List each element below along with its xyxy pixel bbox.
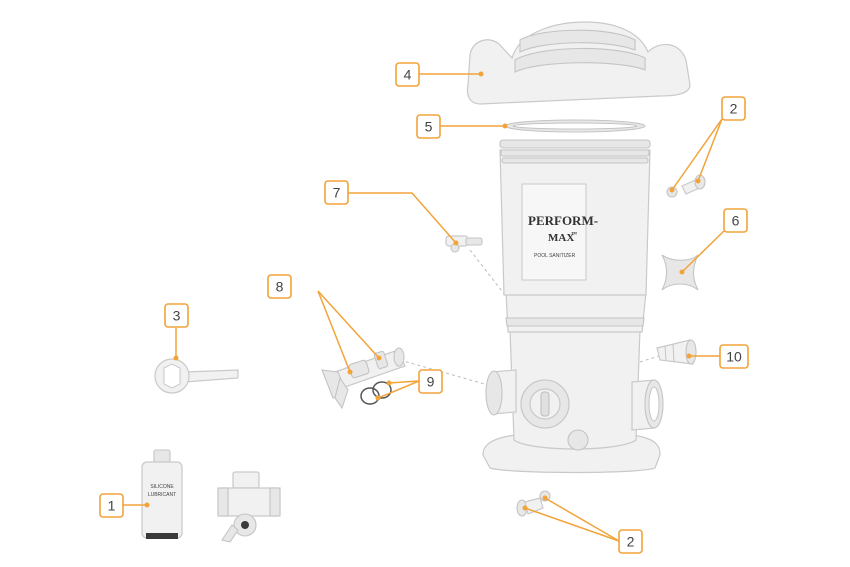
leader-line — [524, 507, 620, 542]
callout-8: 8 — [267, 274, 292, 299]
svg-text:8: 8 — [276, 279, 284, 295]
leader-line — [348, 192, 457, 244]
callout-10: 10 — [719, 344, 749, 369]
callout-7: 7 — [324, 180, 349, 205]
svg-text:10: 10 — [726, 349, 742, 365]
lubricant-label-line1: SILICONE — [150, 484, 174, 490]
leader-line — [544, 497, 620, 542]
part-silicone-lubricant-bottle — [141, 449, 183, 539]
svg-text:4: 4 — [404, 67, 412, 83]
callout-9: 9 — [418, 369, 443, 394]
leader-line — [388, 380, 420, 384]
callout-4: 4 — [395, 62, 420, 87]
part-tee-fitting — [217, 471, 281, 543]
leader-line — [377, 380, 420, 399]
leader-line — [681, 230, 725, 273]
lubricant-label-line2: LUBRICANT — [148, 492, 176, 498]
callout-1: 1 — [99, 493, 124, 518]
part-valve-assembly — [321, 347, 406, 410]
svg-text:2: 2 — [627, 534, 635, 550]
callout-5: 5 — [416, 114, 441, 139]
inlet-port — [485, 370, 503, 416]
svg-text:1: 1 — [108, 498, 116, 514]
callout-2-lower: 2 — [618, 529, 643, 554]
callout-2-upper: 2 — [721, 96, 746, 121]
part-spanner-wrench — [154, 358, 239, 394]
brand-name-line1: PERFORM- — [528, 213, 598, 228]
brand-name-line2: MAX — [548, 232, 574, 244]
brand-subtitle: POOL SANITIZER — [534, 253, 576, 259]
svg-text:7: 7 — [333, 185, 341, 201]
drain-cap — [567, 429, 589, 451]
callout-6: 6 — [723, 208, 748, 233]
part-check-valve-fitting — [656, 339, 697, 365]
part-lid — [466, 21, 691, 105]
svg-text:9: 9 — [427, 374, 435, 390]
chlorinator-body — [482, 139, 664, 474]
part-screw-set-lower — [516, 490, 551, 517]
assembly-hint-line — [639, 354, 663, 363]
leader-line — [697, 118, 723, 182]
brand-trademark: ™ — [571, 232, 577, 238]
svg-text:3: 3 — [173, 308, 181, 324]
leader-line — [671, 118, 723, 191]
svg-text:5: 5 — [425, 119, 433, 135]
part-o-ring-small — [372, 381, 392, 399]
leader-line — [317, 290, 380, 359]
leader-line — [317, 290, 351, 373]
part-o-ring-inner — [512, 122, 638, 130]
assembly-hint-line — [469, 249, 506, 296]
svg-text:6: 6 — [732, 213, 740, 229]
callout-3: 3 — [164, 303, 189, 328]
svg-text:2: 2 — [730, 101, 738, 117]
